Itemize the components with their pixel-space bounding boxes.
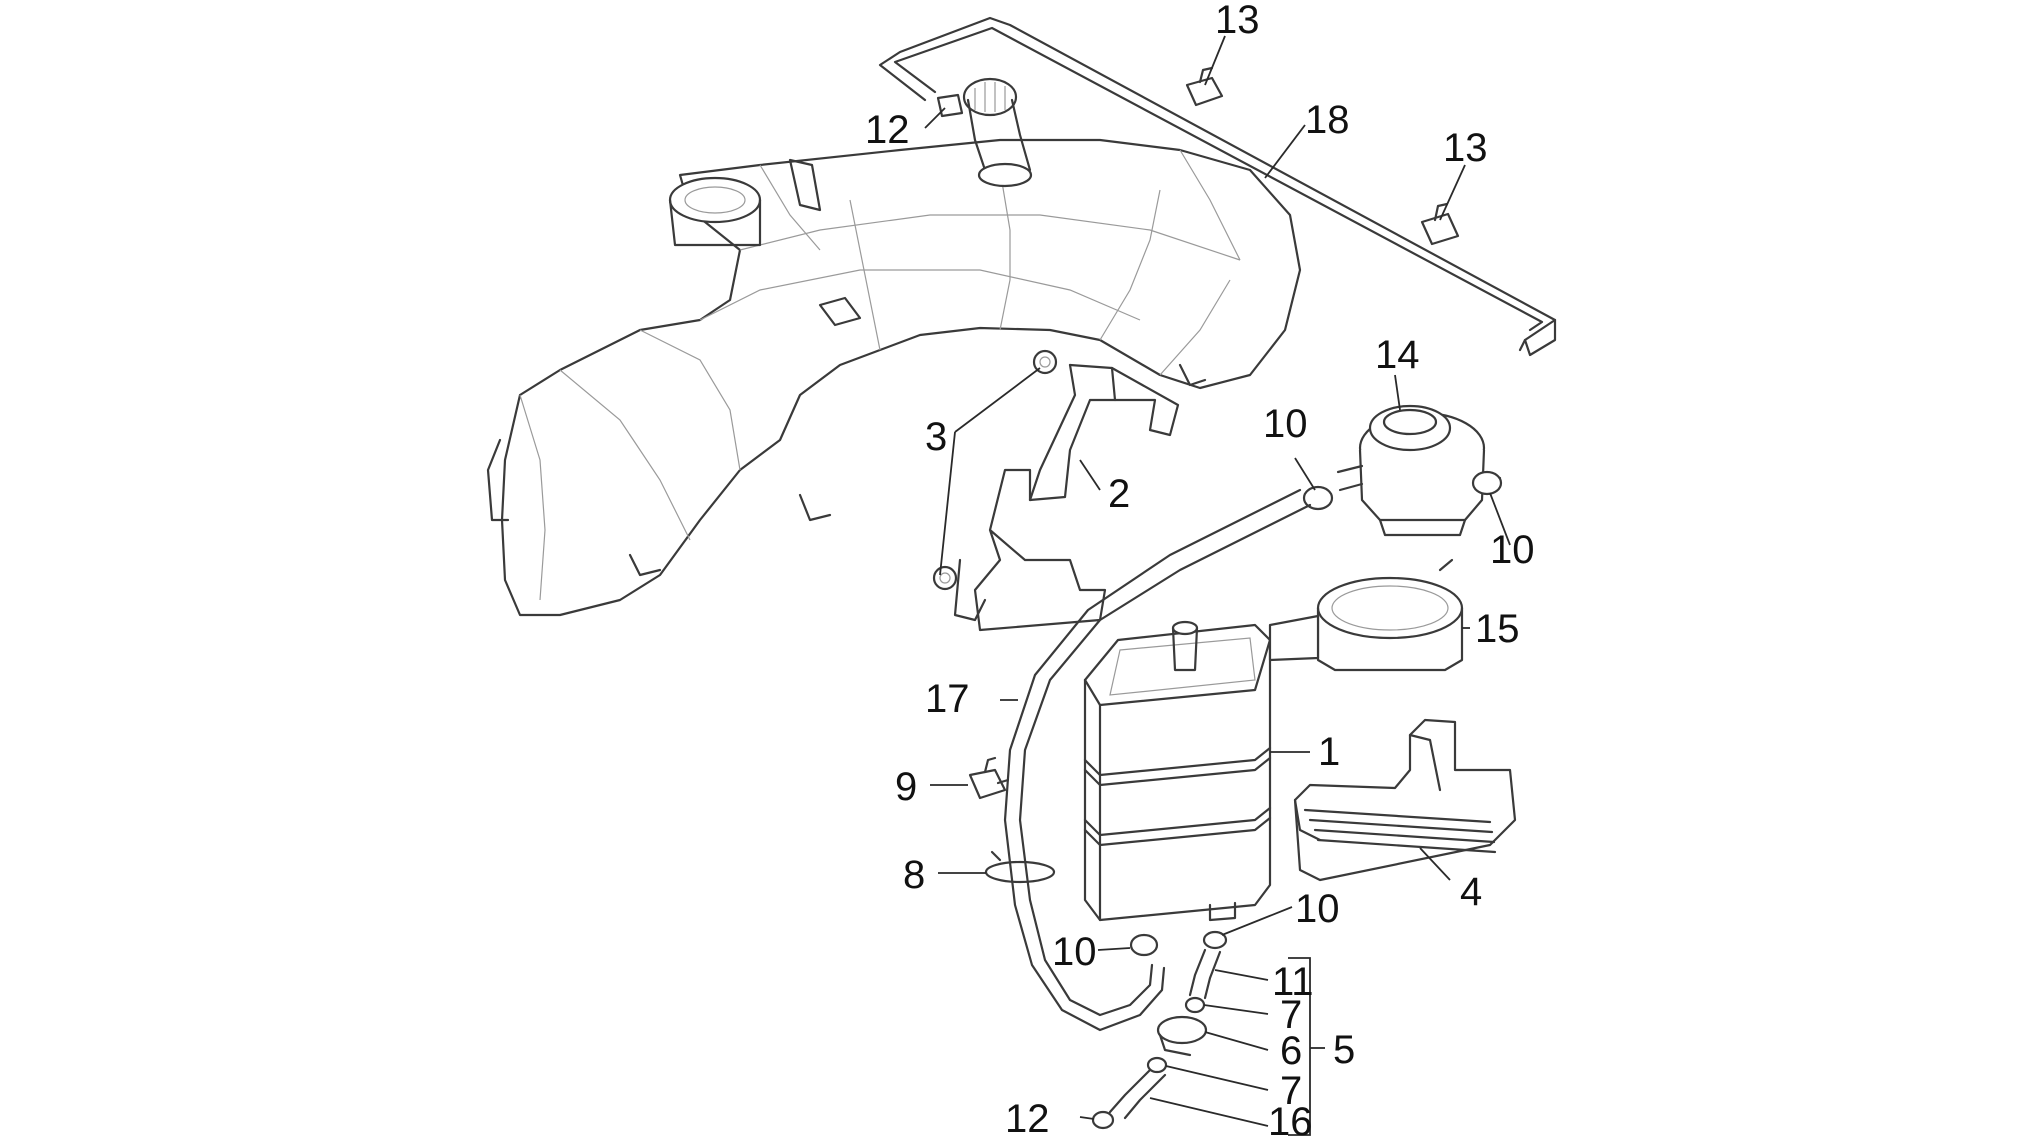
callout-7-upper: 7: [1280, 993, 1302, 1037]
bracket: [953, 363, 1180, 632]
callout-5: 5: [1333, 1028, 1355, 1072]
callout-11: 11: [1272, 960, 1314, 1004]
callout-3: 3: [925, 415, 947, 459]
callout-14: 14: [1375, 333, 1420, 377]
callout-6: 6: [1280, 1029, 1302, 1073]
callout-9: 9: [895, 765, 917, 809]
callout-13-right: 13: [1443, 126, 1488, 170]
hose-clip-8: [984, 850, 1056, 884]
clamp-13-b: [1420, 202, 1460, 246]
valve-assembly: [1108, 948, 1222, 1120]
retaining-strap: [1293, 718, 1517, 882]
clamp-9: [968, 756, 1010, 800]
callout-18: 18: [1305, 98, 1350, 142]
callout-12-bottom: 12: [1005, 1097, 1050, 1138]
fuel-vapour-separator: [1336, 404, 1502, 537]
clamp-10-a: [1302, 485, 1334, 511]
callout-13-top: 13: [1215, 0, 1260, 42]
callout-10-upper-left: 10: [1263, 402, 1308, 446]
clamp-13-a: [1185, 66, 1224, 107]
filler-neck: [962, 77, 1033, 188]
charcoal-canister: [1083, 620, 1272, 922]
callout-10-upper-right: 10: [1490, 528, 1535, 572]
cap-12-top: [936, 93, 964, 118]
callout-17: 17: [925, 677, 970, 721]
callout-10-lower-right: 10: [1295, 887, 1340, 931]
vent-pipe: [878, 16, 1557, 357]
callout-8: 8: [903, 853, 925, 897]
callout-10-lower-left: 10: [1052, 930, 1097, 974]
nut-3-bottom: [932, 565, 958, 591]
cap-12-bottom: [1091, 1110, 1115, 1130]
callout-12-top: 12: [865, 108, 910, 152]
callout-7-lower: 7: [1280, 1069, 1302, 1113]
callout-15: 15: [1475, 607, 1520, 651]
callout-1: 1: [1318, 730, 1340, 774]
callout-labels: 13 13 12 18 14 10 10 15 3 2 17 1 9 4 8 1…: [865, 0, 1535, 1138]
fuel-tank: [486, 138, 1302, 617]
callout-2: 2: [1108, 472, 1130, 516]
clamp-10-d: [1129, 933, 1159, 957]
separator-holder: [1268, 558, 1464, 672]
clamp-10-c: [1202, 930, 1228, 950]
clamp-10-b: [1471, 470, 1503, 496]
callout-16: 16: [1268, 1100, 1313, 1138]
leader-lines: [924, 35, 1511, 1136]
callout-4: 4: [1460, 870, 1482, 914]
